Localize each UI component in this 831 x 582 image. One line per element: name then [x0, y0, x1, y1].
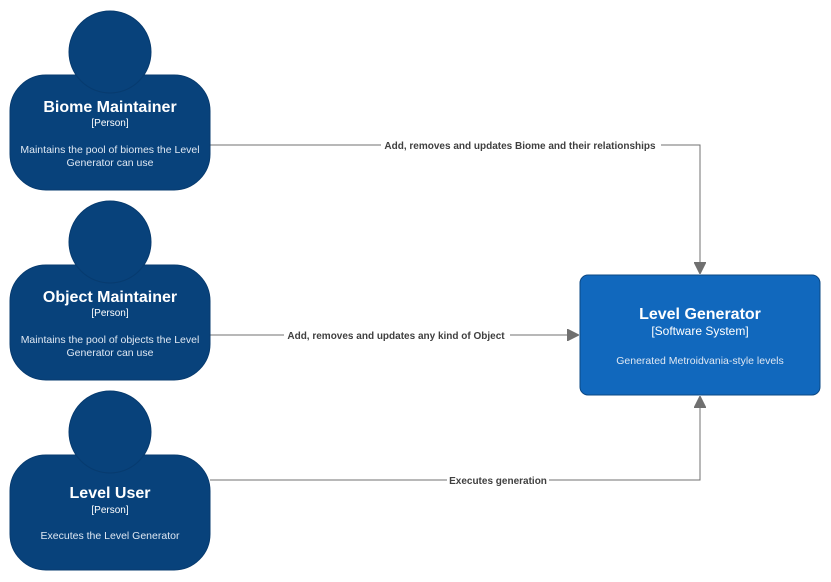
- edge-label: Add, removes and updates any kind of Obj…: [287, 331, 505, 342]
- relationship-user: Executes generation: [210, 398, 700, 487]
- relationship-biome: Add, removes and updates Biome and their…: [210, 138, 700, 272]
- edge-label-background: [447, 473, 549, 487]
- system-title: Level Generator: [639, 306, 761, 323]
- person-head-icon: [68, 10, 152, 94]
- edge-label: Add, removes and updates Biome and their…: [384, 141, 656, 152]
- edge-label: Executes generation: [449, 476, 547, 487]
- connector-line: [210, 144, 700, 272]
- software-system-level-generator[interactable]: Level Generator [Software System] Genera…: [579, 274, 821, 396]
- person-title: Level User: [70, 485, 151, 502]
- system-stereotype: [Software System]: [651, 324, 748, 338]
- person-stereotype: [Person]: [91, 118, 128, 129]
- person-stereotype: [Person]: [91, 505, 128, 516]
- person-title: Object Maintainer: [43, 289, 177, 306]
- person-description-line: Executes the Level Generator: [41, 530, 180, 542]
- person-object-maintainer[interactable]: Object Maintainer [Person] Maintains the…: [9, 200, 211, 381]
- relationship-object: Add, removes and updates any kind of Obj…: [210, 328, 577, 342]
- edge-label-background: [284, 328, 510, 342]
- person-description-line: Maintains the pool of objects the Level: [21, 334, 200, 346]
- edge-label-background: [381, 138, 661, 152]
- person-title: Biome Maintainer: [43, 99, 176, 116]
- person-description-line: Maintains the pool of biomes the Level: [20, 144, 199, 156]
- person-head-icon: [68, 200, 152, 284]
- person-description-line: Generator can use: [67, 157, 154, 169]
- system-description: Generated Metroidvania-style levels: [616, 355, 784, 367]
- person-biome-maintainer[interactable]: Biome Maintainer [Person] Maintains the …: [9, 10, 211, 191]
- person-head-icon: [68, 390, 152, 474]
- system-box: [579, 274, 821, 396]
- person-level-user[interactable]: Level User [Person] Executes the Level G…: [9, 390, 211, 571]
- person-description-line: Generator can use: [67, 347, 154, 359]
- person-stereotype: [Person]: [91, 308, 128, 319]
- connector-line: [210, 398, 700, 481]
